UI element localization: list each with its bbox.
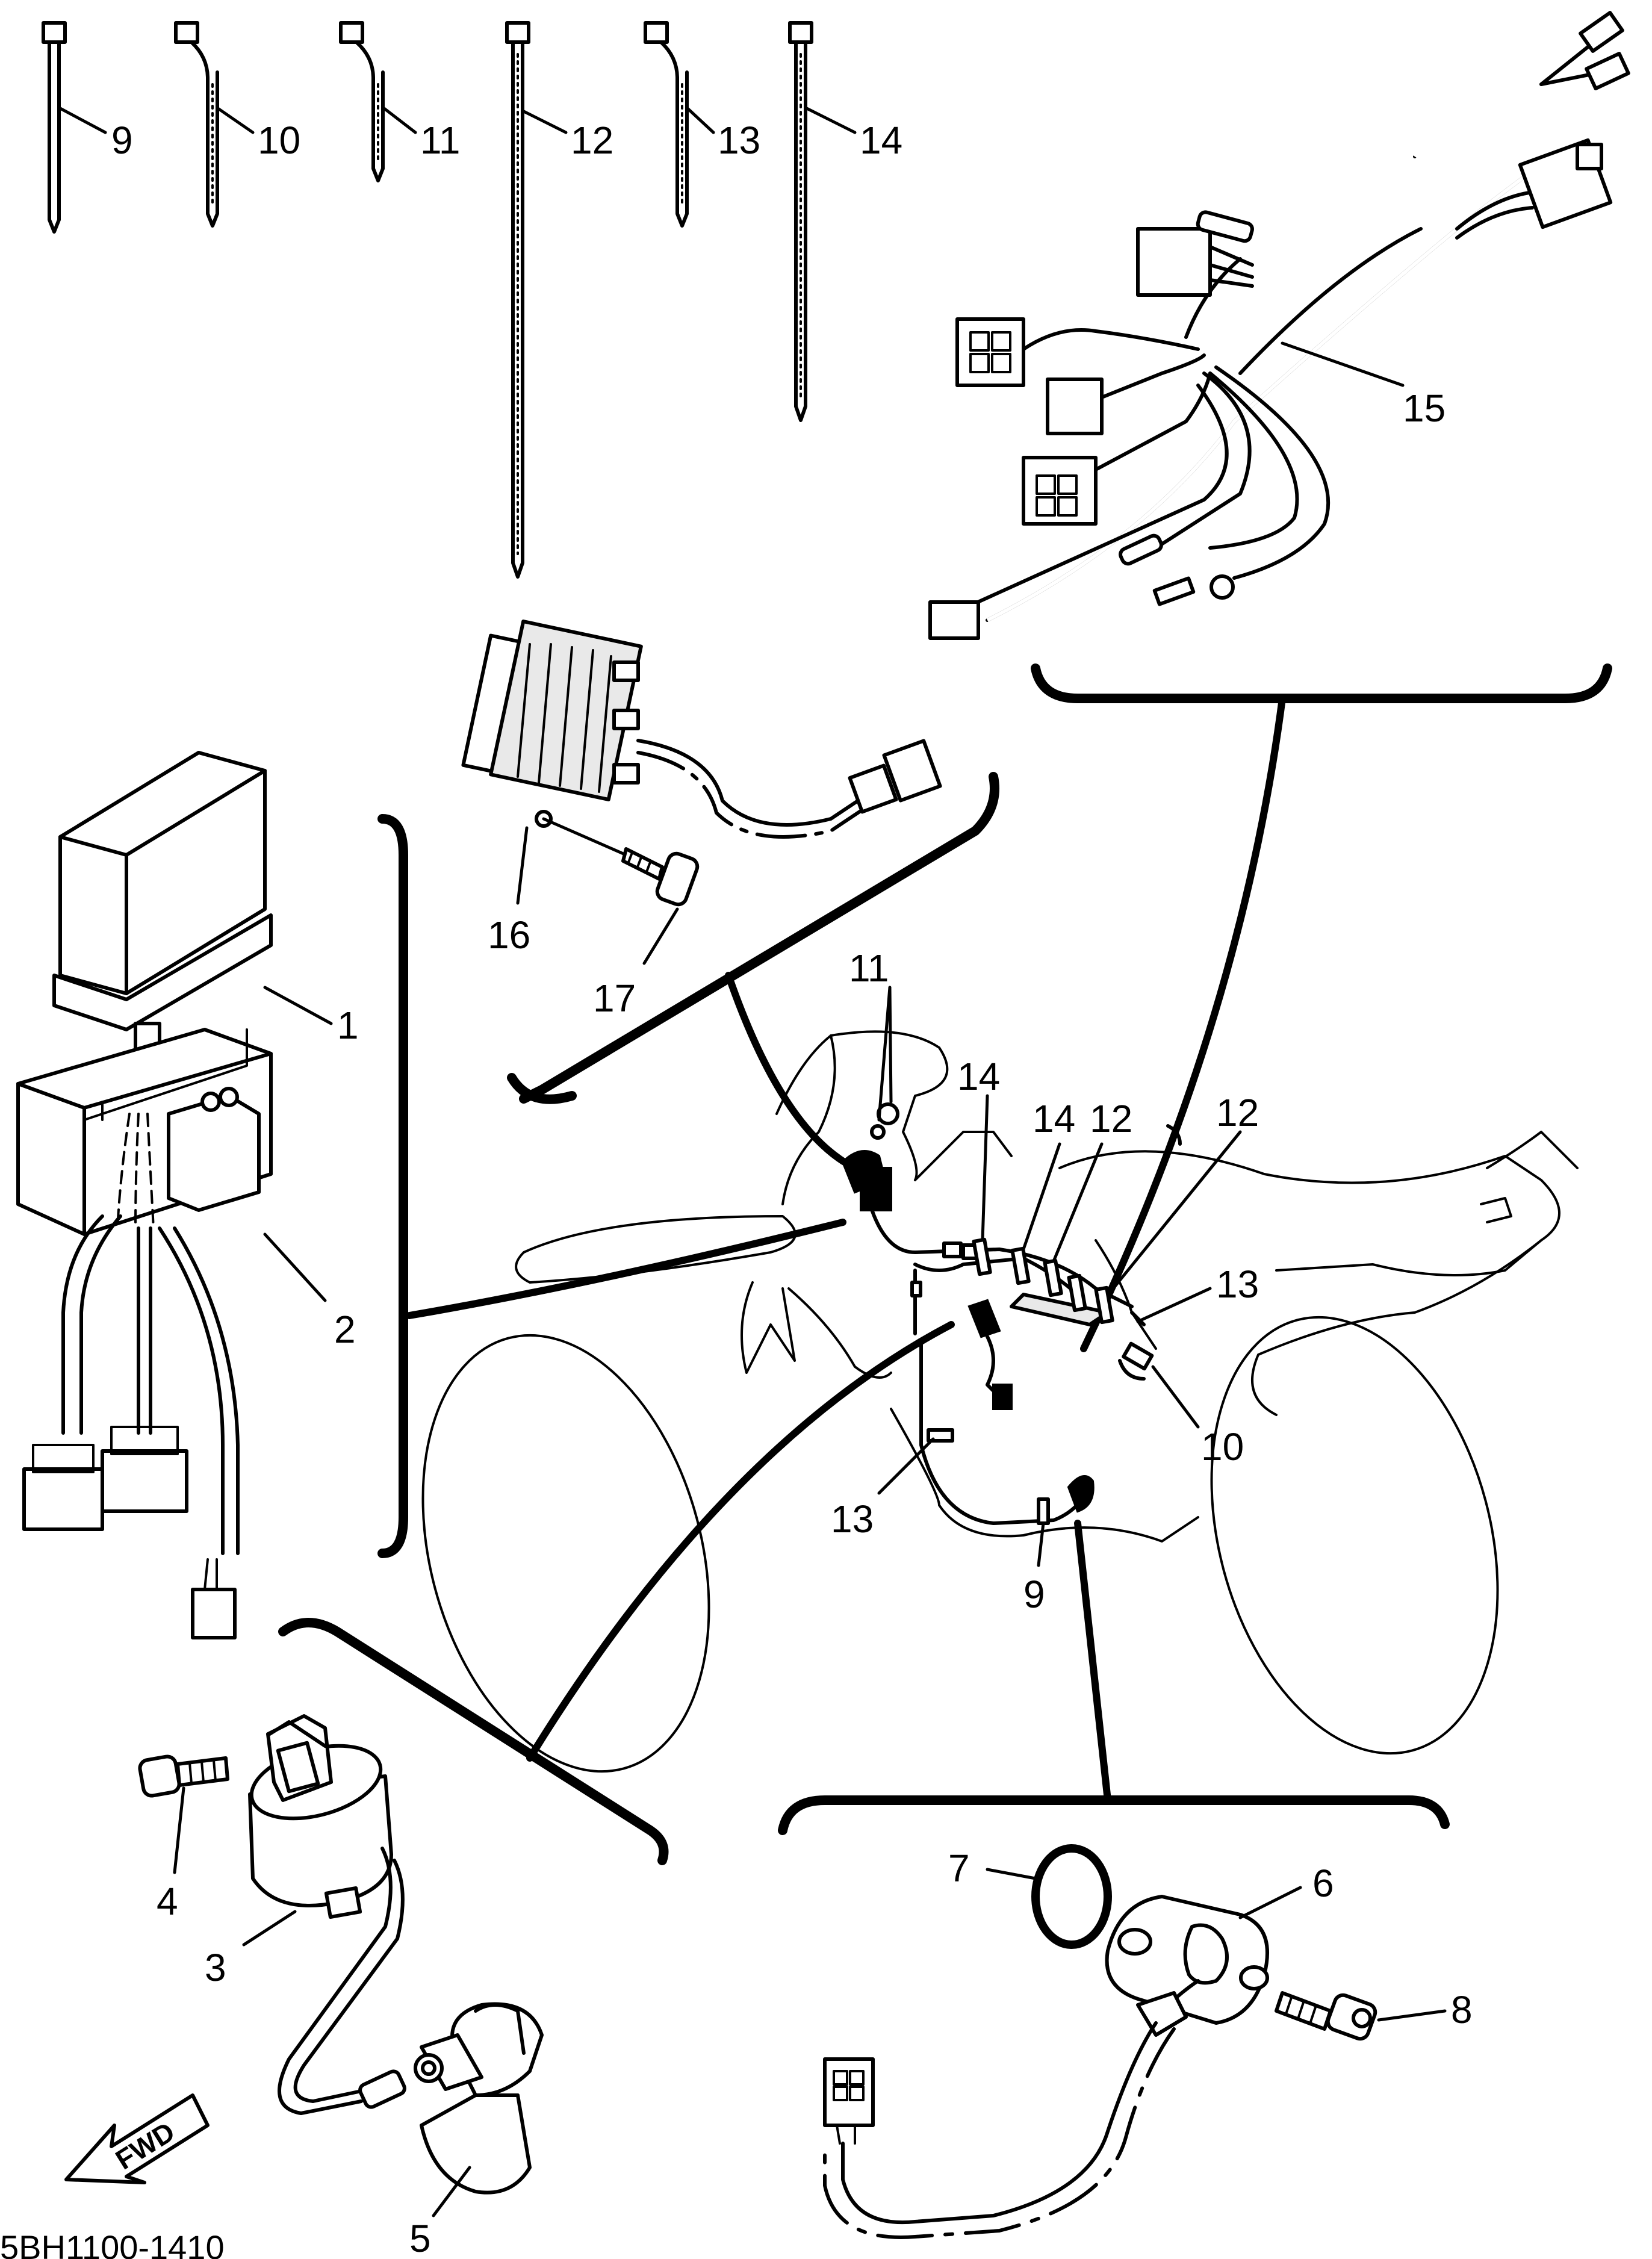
callout-8: 8 [1451, 1988, 1473, 2031]
callout-5: 5 [409, 2217, 431, 2259]
bike-callout-14b: 14 [1032, 1097, 1075, 1140]
callout-11: 11 [420, 119, 460, 162]
callout-14: 14 [860, 119, 902, 162]
callout-10: 10 [258, 119, 300, 162]
routed-harness [841, 1124, 1182, 1525]
bike-callout-13a: 13 [1216, 1263, 1259, 1306]
diagram-code: 5BH1100-1410 [0, 2228, 225, 2259]
callout-4: 4 [157, 1880, 178, 1923]
callout-7: 7 [948, 1847, 970, 1890]
bike-callout-14a: 14 [957, 1055, 1000, 1098]
callout-2: 2 [334, 1308, 356, 1351]
rectifier-regulator [461, 620, 942, 839]
bolt-17 [621, 847, 700, 907]
cable-tie-14 [788, 21, 813, 422]
bike-tie-markers [870, 1102, 1114, 1525]
bike-callout-12b: 12 [1216, 1091, 1259, 1134]
cable-tie-10 [174, 21, 219, 228]
sensor-unit [823, 1895, 1269, 2239]
bike-callout-13b: 13 [831, 1497, 874, 1541]
cable-tie-9 [42, 21, 67, 234]
callout-9: 9 [111, 119, 133, 162]
cable-tie-12 [505, 21, 530, 579]
callout-13: 13 [718, 119, 760, 162]
callout-3: 3 [205, 1946, 226, 1989]
sensor-bolt [1275, 1991, 1377, 2041]
callout-16: 16 [488, 913, 530, 957]
spark-plug-cap [414, 2002, 544, 2195]
bike-callout-12a: 12 [1090, 1097, 1132, 1140]
coil-bolt [138, 1754, 229, 1798]
motorcycle-silhouette [421, 1030, 1579, 1773]
callout-1: 1 [337, 1004, 359, 1047]
cable-tie-11 [339, 21, 385, 182]
bike-callout-9: 9 [1023, 1573, 1045, 1616]
callout-6: 6 [1312, 1862, 1334, 1905]
callout-17: 17 [593, 977, 636, 1020]
callout-15: 15 [1403, 387, 1446, 430]
ignition-coil [248, 1714, 406, 2115]
wire-harness [928, 11, 1630, 640]
cable-tie-13 [644, 21, 689, 228]
o-ring [1031, 1844, 1112, 1949]
callout-12: 12 [571, 119, 613, 162]
bike-callout-11: 11 [849, 946, 889, 990]
bike-callout-10: 10 [1201, 1425, 1244, 1468]
fwd-arrow-icon: FWD [64, 2093, 210, 2184]
cdi-unit [16, 751, 273, 1639]
